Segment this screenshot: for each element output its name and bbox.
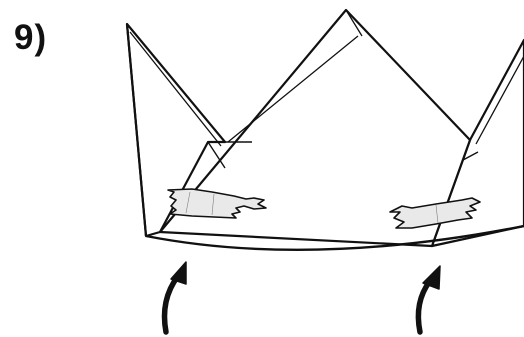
- right-fold-arrow-shaft: [418, 281, 430, 332]
- left-fold-arrow-shaft: [165, 276, 179, 332]
